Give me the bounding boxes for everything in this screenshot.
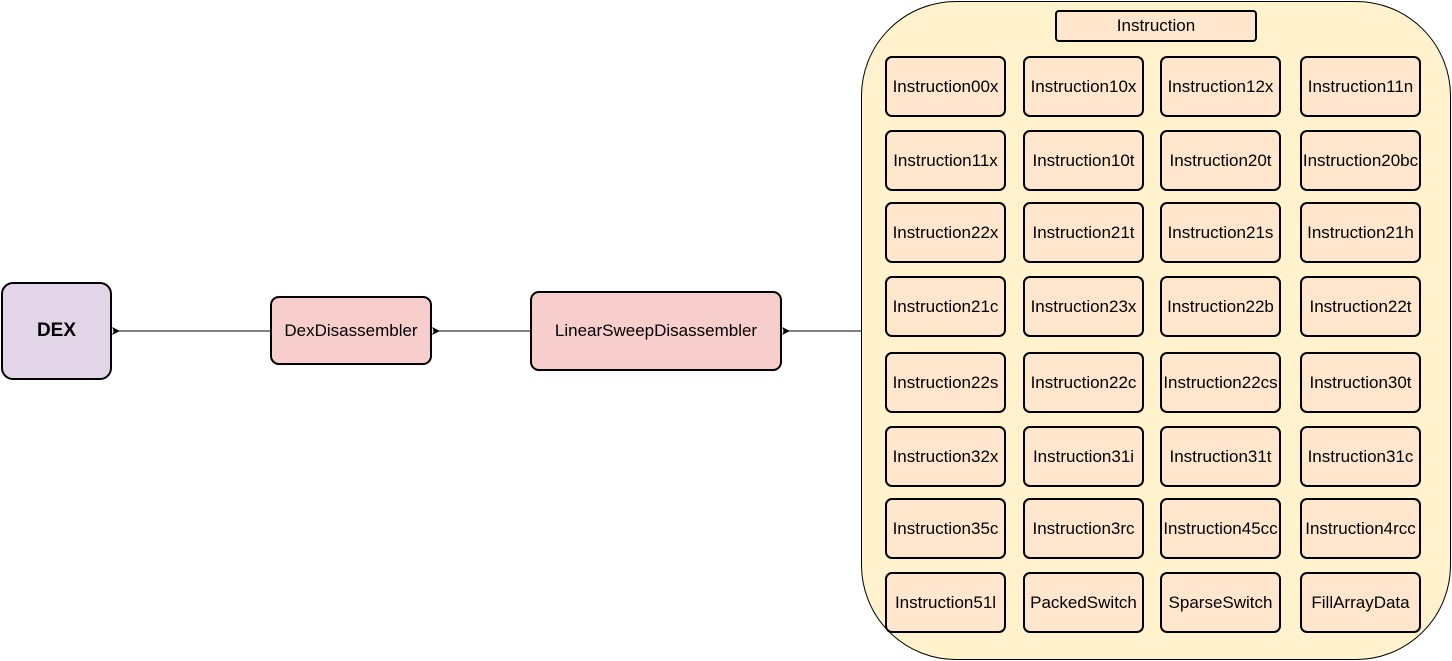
instruction-node-label: Instruction10t	[1032, 150, 1135, 170]
node-dex-label: DEX	[36, 320, 77, 341]
instruction-node[interactable]: Instruction22t	[1300, 276, 1421, 337]
instruction-node-label: Instruction12x	[1167, 76, 1274, 96]
instruction-group-title[interactable]: Instruction	[1055, 10, 1257, 42]
instruction-node[interactable]: Instruction32x	[885, 426, 1006, 487]
instruction-node[interactable]: Instruction21h	[1300, 202, 1421, 263]
instruction-node-label: Instruction32x	[892, 446, 999, 466]
instruction-node[interactable]: Instruction30t	[1300, 352, 1421, 413]
instruction-node[interactable]: Instruction21t	[1023, 202, 1144, 263]
instruction-node[interactable]: Instruction21s	[1160, 202, 1281, 263]
instruction-node[interactable]: Instruction12x	[1160, 56, 1281, 117]
instruction-node-label: Instruction22cs	[1163, 372, 1278, 392]
instruction-node[interactable]: Instruction10x	[1023, 56, 1144, 117]
instruction-group-title-label: Instruction	[1116, 16, 1196, 35]
instruction-node-label: Instruction11n	[1307, 76, 1414, 96]
instruction-node[interactable]: Instruction23x	[1023, 276, 1144, 337]
instruction-node-label: Instruction21c	[892, 296, 999, 316]
instruction-node-label: Instruction4rcc	[1305, 518, 1416, 538]
instruction-node-label: Instruction10x	[1030, 76, 1137, 96]
instruction-node[interactable]: Instruction21c	[885, 276, 1006, 337]
instruction-node-label: Instruction22t	[1309, 296, 1412, 316]
instruction-node-label: Instruction22c	[1030, 372, 1137, 392]
instruction-node-label: FillArrayData	[1311, 592, 1410, 612]
instruction-node-label: Instruction22s	[892, 372, 999, 392]
node-dex[interactable]: DEX	[1, 282, 112, 380]
instruction-node[interactable]: Instruction11n	[1300, 56, 1421, 117]
instruction-node[interactable]: Instruction20bc	[1300, 130, 1421, 191]
instruction-node-label: Instruction31c	[1307, 446, 1414, 466]
instruction-node-label: Instruction23x	[1030, 296, 1137, 316]
instruction-node[interactable]: Instruction31t	[1160, 426, 1281, 487]
instruction-node[interactable]: SparseSwitch	[1160, 572, 1281, 633]
node-linear-sweep-disassembler-label: LinearSweepDisassembler	[554, 321, 758, 340]
instruction-node[interactable]: Instruction10t	[1023, 130, 1144, 191]
instruction-node-label: Instruction20t	[1169, 150, 1272, 170]
instruction-node[interactable]: Instruction22c	[1023, 352, 1144, 413]
instruction-node-label: Instruction31i	[1032, 446, 1135, 466]
instruction-node-label: PackedSwitch	[1030, 592, 1137, 612]
instruction-node-label: Instruction11x	[893, 150, 998, 170]
instruction-node-label: Instruction35c	[892, 518, 999, 538]
instruction-node[interactable]: Instruction31c	[1300, 426, 1421, 487]
instruction-node[interactable]: Instruction22s	[885, 352, 1006, 413]
instruction-node-label: SparseSwitch	[1168, 592, 1273, 612]
instruction-node-label: Instruction21t	[1032, 222, 1135, 242]
instruction-node-label: Instruction21s	[1167, 222, 1274, 242]
instruction-node[interactable]: Instruction3rc	[1023, 498, 1144, 559]
node-dex-disassembler[interactable]: DexDisassembler	[270, 296, 432, 365]
instruction-node[interactable]: Instruction4rcc	[1300, 498, 1421, 559]
instruction-node-label: Instruction22x	[892, 222, 999, 242]
instruction-node-label: Instruction31t	[1169, 446, 1272, 466]
node-dex-disassembler-label: DexDisassembler	[284, 320, 418, 340]
instruction-node-label: Instruction21h	[1307, 222, 1414, 242]
instruction-node[interactable]: FillArrayData	[1300, 572, 1421, 633]
instruction-node-label: Instruction51l	[894, 592, 997, 612]
instruction-node[interactable]: Instruction51l	[885, 572, 1006, 633]
instruction-node[interactable]: Instruction22cs	[1160, 352, 1281, 413]
node-linear-sweep-disassembler[interactable]: LinearSweepDisassembler	[530, 291, 782, 371]
instruction-node[interactable]: Instruction11x	[885, 130, 1006, 191]
instruction-node-label: Instruction22b	[1167, 296, 1274, 316]
instruction-node-label: Instruction00x	[892, 76, 999, 96]
instruction-node-label: Instruction3rc	[1032, 518, 1135, 538]
instruction-node-label: Instruction20bc	[1302, 150, 1419, 170]
instruction-node[interactable]: Instruction45cc	[1160, 498, 1281, 559]
instruction-node[interactable]: Instruction35c	[885, 498, 1006, 559]
instruction-node[interactable]: PackedSwitch	[1023, 572, 1144, 633]
instruction-node[interactable]: Instruction20t	[1160, 130, 1281, 191]
instruction-node-label: Instruction30t	[1309, 372, 1412, 392]
instruction-node[interactable]: Instruction22x	[885, 202, 1006, 263]
instruction-node[interactable]: Instruction00x	[885, 56, 1006, 117]
instruction-node-label: Instruction45cc	[1163, 518, 1278, 538]
instruction-node[interactable]: Instruction22b	[1160, 276, 1281, 337]
instruction-node[interactable]: Instruction31i	[1023, 426, 1144, 487]
